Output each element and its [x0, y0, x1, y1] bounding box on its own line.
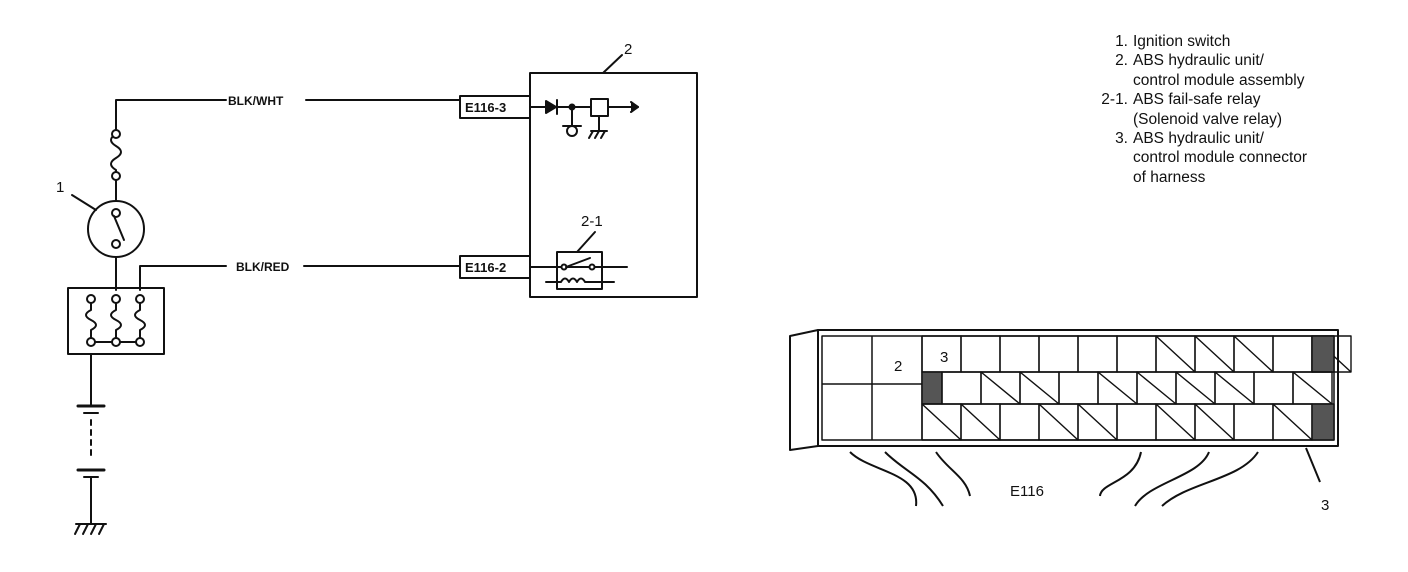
connector-pin-diagonal: [1019, 371, 1060, 405]
fail-safe-relay: [556, 251, 603, 290]
connector-pin-cell: [960, 335, 1001, 373]
legend-item-3-line3: of harness: [1133, 168, 1206, 186]
wire-label-top: BLK/WHT: [228, 94, 284, 108]
wire-blk-red: [139, 265, 461, 291]
connector-pin-cell: [1077, 335, 1118, 373]
fuse-link: [110, 133, 122, 173]
legend-key-3: 3.: [1115, 130, 1128, 148]
legend-item-2-line2: control module assembly: [1133, 71, 1305, 89]
connector-pin-cell: [999, 403, 1040, 441]
connector-hatch: [921, 371, 943, 405]
connector-name: E116: [1010, 483, 1044, 500]
connector-pin-diagonal: [1155, 403, 1196, 441]
connector-pin-cell: [1116, 403, 1157, 441]
legend-item-2-line1: ABS hydraulic unit/: [1133, 52, 1264, 70]
legend-item-3-line2: control module connector: [1133, 149, 1308, 167]
abs-module-box: [529, 72, 698, 298]
connector-e116: [789, 329, 1352, 507]
connector-pin-cell: [999, 335, 1040, 373]
callout-relay: 2-1: [581, 213, 603, 230]
connector-cell-3: 3: [940, 349, 948, 366]
connector-pin-diagonal: [1077, 403, 1118, 441]
connector-pin-diagonal: [1194, 403, 1235, 441]
legend-key-2-1: 2-1.: [1101, 91, 1128, 109]
term-label-top: E116-3: [465, 100, 506, 115]
connector-pin-cell: [1233, 403, 1274, 441]
connector-pin-diagonal: [1194, 335, 1235, 373]
connector-hatch: [1311, 403, 1335, 441]
callout-module: 2: [624, 41, 632, 58]
wire-blk-wht: [115, 99, 461, 135]
legend-key-2: 2.: [1115, 52, 1128, 70]
connector-pin-diagonal: [1097, 371, 1138, 405]
connector-pin-cell: [1253, 371, 1294, 405]
connector-cell-2: 2: [894, 358, 902, 375]
connector-pin-cell: [1272, 335, 1313, 373]
callout-ignition: 1: [56, 179, 64, 196]
connector-pin-cell: [1058, 371, 1099, 405]
legend-item-1: Ignition switch: [1133, 33, 1231, 50]
fuse-terminal-bottom: [111, 171, 121, 181]
connector-pin-diagonal: [1038, 403, 1079, 441]
legend-item-2-1-line2: (Solenoid valve relay): [1133, 110, 1283, 128]
fuse-terminal-top: [111, 129, 121, 139]
connector-hatch: [1311, 335, 1335, 373]
connector-pin-diagonal: [1272, 403, 1313, 441]
connector-pin-cell: [1038, 335, 1079, 373]
connector-pin-diagonal: [1155, 335, 1196, 373]
connector-pin-diagonal: [1136, 371, 1177, 405]
legend-item-3-line1: ABS hydraulic unit/: [1133, 130, 1264, 148]
term-label-bottom: E116-2: [465, 260, 506, 275]
wire-label-bottom: BLK/RED: [236, 260, 290, 274]
fuse-box: [67, 287, 165, 355]
legend-item-2-1-line1: ABS fail-safe relay: [1133, 91, 1261, 109]
connector-pin-diagonal: [921, 403, 962, 441]
connector-pin-cell: [941, 371, 982, 405]
connector-pin-diagonal: [960, 403, 1001, 441]
legend-key-1: 1.: [1115, 33, 1128, 50]
legend: 1.Ignition switch 2.ABS hydraulic unit/ …: [1080, 32, 1400, 187]
connector-pin-diagonal: [980, 371, 1021, 405]
internal-component: [590, 98, 609, 117]
connector-pin-diagonal: [1292, 371, 1333, 405]
callout-connector: 3: [1321, 497, 1329, 514]
connector-pin-cell: [1116, 335, 1157, 373]
connector-pin-diagonal: [1214, 371, 1255, 405]
connector-pin-diagonal: [1233, 335, 1274, 373]
connector-pin-diagonal: [1175, 371, 1216, 405]
